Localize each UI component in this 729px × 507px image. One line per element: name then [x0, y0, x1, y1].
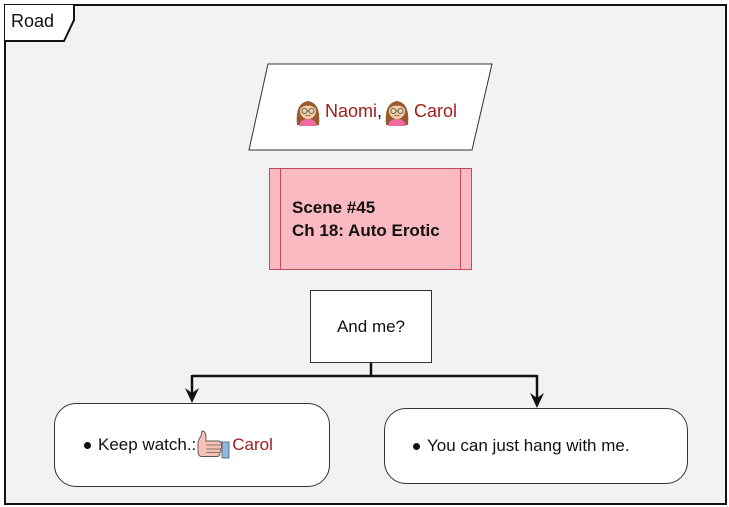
bullet-icon	[413, 442, 420, 450]
scene-box-left-bar	[280, 169, 281, 269]
scene-box-right-bar	[460, 169, 461, 269]
arrowhead-right	[530, 393, 544, 408]
choice-option-2[interactable]: You can just hang with me.	[384, 408, 688, 484]
choice-1-character: Carol	[232, 435, 273, 454]
dialog-box: And me?	[310, 290, 432, 363]
woman-face-icon	[385, 101, 409, 126]
choice-1-text: Keep watch.:	[98, 435, 197, 454]
location-tab	[4, 4, 75, 42]
arrowhead-left	[185, 388, 199, 403]
thumbs-up-hand-icon	[197, 430, 230, 459]
character-name: Carol	[414, 100, 458, 121]
location-label: Road	[11, 11, 55, 31]
bullet-icon	[84, 441, 91, 449]
character-name: Naomi	[324, 100, 377, 121]
characters-parallelogram	[248, 63, 493, 151]
scene-number: Scene #45	[292, 198, 376, 217]
choice-option-1[interactable]: Keep watch.: Carol	[54, 403, 330, 487]
dialog-text: And me?	[336, 316, 406, 336]
character-separator: ,	[376, 100, 382, 121]
woman-face-icon	[296, 101, 320, 126]
characters-row: Naomi , Carol	[270, 88, 480, 134]
choice-2-text: You can just hang with me.	[427, 436, 630, 455]
scene-box: Scene #45 Ch 18: Auto Erotic	[269, 168, 472, 270]
scene-text: Scene #45 Ch 18: Auto Erotic	[292, 196, 440, 242]
scene-chapter: Ch 18: Auto Erotic	[292, 221, 440, 240]
